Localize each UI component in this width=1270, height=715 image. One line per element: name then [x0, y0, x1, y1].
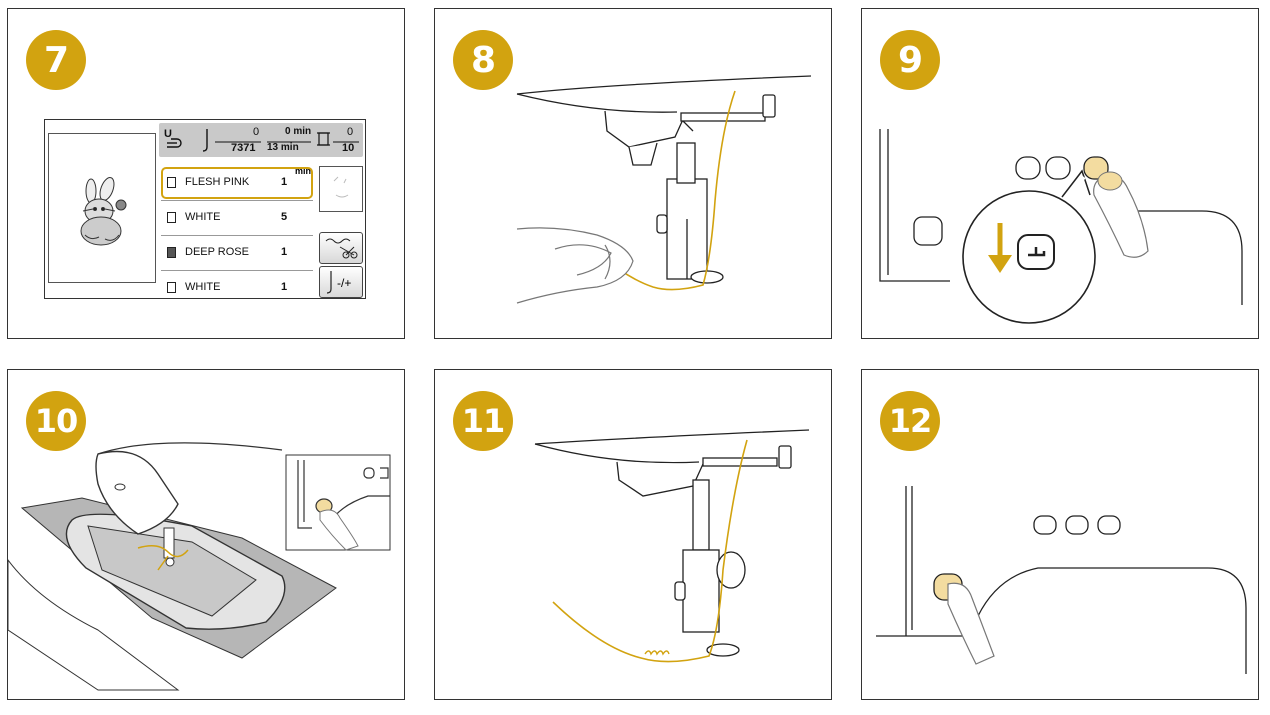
needle-area-illustration: [534, 429, 810, 663]
step-panel-12: 12: [861, 369, 1259, 700]
thread-cutter-button[interactable]: [319, 232, 363, 264]
step-number-badge: 7: [26, 30, 86, 90]
step-number-badge: 12: [880, 391, 940, 451]
time-total: 13 min: [267, 142, 299, 153]
color-done: 0: [347, 126, 354, 138]
step-number-badge: 10: [26, 391, 86, 451]
step-panel-9: 9: [861, 8, 1259, 339]
thread-spool-icon: [167, 247, 176, 258]
needle-area-illustration: [516, 75, 812, 304]
plus-minus-label: -/+: [337, 276, 352, 290]
needle-icon: [326, 271, 332, 294]
presser-foot-button[interactable]: [1083, 156, 1109, 180]
thread-row[interactable]: FLESH PINK 1: [161, 167, 313, 199]
stitch-total: 7371: [231, 142, 256, 154]
divider: [161, 200, 313, 201]
tension-adjust-button[interactable]: -/+: [319, 266, 363, 298]
time-done: 0 min: [285, 126, 312, 137]
divider: [161, 270, 313, 271]
step-panel-11: 11: [434, 369, 832, 700]
lcd-status-bar: U 0 7371 0 min 13 min 0: [159, 123, 363, 157]
thread-row[interactable]: DEEP ROSE 1: [161, 237, 313, 269]
design-preview: [48, 133, 156, 283]
step-number-badge: 9: [880, 30, 940, 90]
step-panel-10: 10: [7, 369, 405, 700]
lcd-screen: U 0 7371 0 min 13 min 0: [44, 119, 366, 299]
thread-row[interactable]: WHITE 5: [161, 202, 313, 234]
step-number-badge: 8: [453, 30, 513, 90]
step-panel-8: 8: [434, 8, 832, 339]
color-total: 10: [342, 142, 355, 154]
thread-row[interactable]: WHITE 1: [161, 272, 313, 304]
finger-icon: [516, 227, 634, 304]
needle-icon: [202, 129, 208, 152]
step-number-badge: 11: [453, 391, 513, 451]
stitch-counter-icon: U: [164, 128, 182, 148]
thread-color-preview: [319, 166, 363, 212]
finger-icon: [1093, 174, 1149, 258]
stitch-count: 0: [253, 126, 260, 138]
arrow-down-icon: [988, 223, 1012, 273]
control-buttons-illustration: [876, 486, 1247, 674]
thread-spool-icon: [167, 282, 176, 293]
finger-icon: [319, 509, 359, 551]
step-panel-7: 7: [7, 8, 405, 339]
control-buttons-illustration: [879, 129, 1243, 324]
thread-spool-icon: [167, 177, 176, 188]
thread-spool-icon: [317, 132, 330, 146]
finger-icon: [947, 582, 995, 665]
presser-foot-icon: [1028, 247, 1046, 257]
thread-spool-icon: [167, 212, 176, 223]
scissors-icon: [325, 238, 358, 259]
svg-text:U: U: [164, 128, 172, 140]
min-label: min: [295, 166, 312, 176]
embroidery-frame-illustration: [8, 442, 391, 691]
rabbit-design-icon: [80, 177, 127, 246]
divider: [161, 235, 313, 236]
